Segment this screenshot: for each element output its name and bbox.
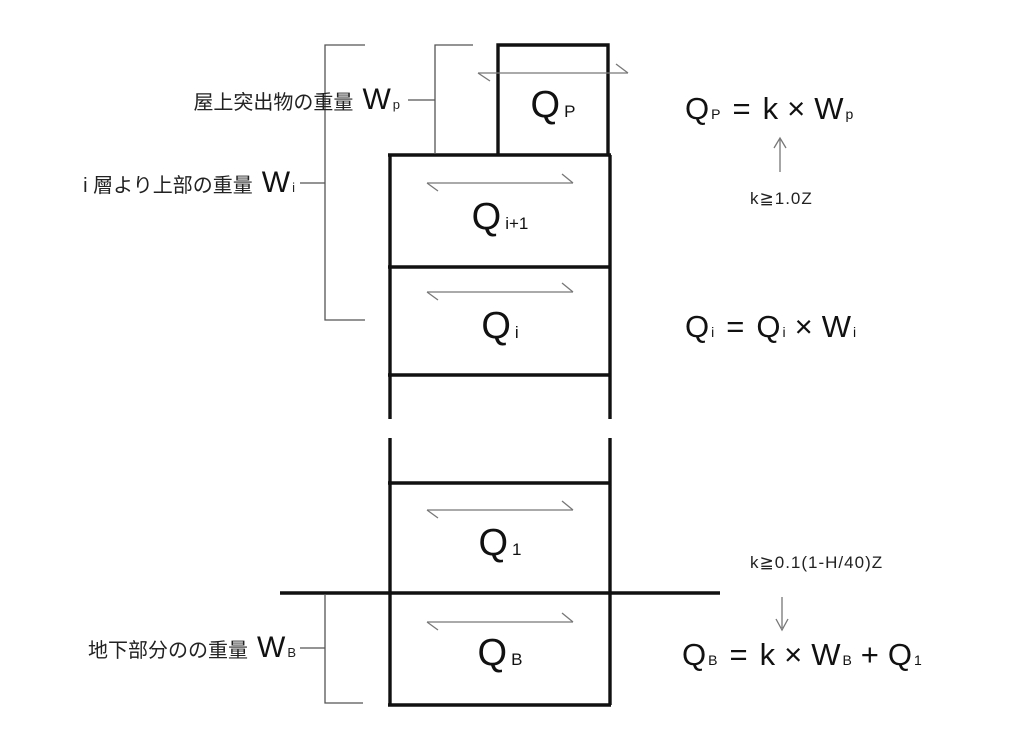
fb-lhs: Q	[682, 637, 707, 672]
building-outline	[280, 43, 720, 707]
upper-weight-sub: i	[292, 180, 295, 195]
fp-times: ×	[787, 91, 806, 126]
fi-factor1: Q	[756, 309, 781, 344]
shear-arrow-story-i1	[426, 173, 574, 192]
fp-lhs: Q	[685, 91, 710, 126]
fi-lhs-sub: i	[711, 324, 715, 340]
fb-lhs-sub: B	[708, 652, 718, 668]
story-1-q: Q	[478, 522, 509, 564]
shear-arrow-penthouse	[477, 63, 629, 82]
fb-plus: +	[860, 637, 879, 672]
broken-wall-lines	[388, 375, 612, 483]
story-i1-q: Q	[471, 196, 502, 238]
k-condition-top: k≧1.0Z	[750, 189, 813, 208]
upper-weight-symbol: W	[261, 166, 291, 199]
bracket-wb	[324, 594, 363, 704]
fi-equals: =	[726, 309, 745, 344]
k-condition-bottom: k≧0.1(1-H/40)Z	[750, 553, 884, 572]
penthouse-box	[496, 43, 610, 155]
fb-addend-sub: 1	[914, 652, 922, 668]
fp-factor1: k	[762, 91, 779, 126]
up-arrow-icon	[773, 136, 787, 172]
penthouse-q-sub: P	[564, 102, 576, 121]
shear-arrow-story-i	[426, 282, 574, 301]
fi-times: ×	[794, 309, 813, 344]
fi-factor2-sub: i	[852, 324, 857, 340]
basement-weight-text: 地下部分のの重量	[88, 640, 248, 662]
basement-box	[388, 593, 612, 707]
roof-weight-sub: p	[392, 97, 400, 112]
fi-lhs: Q	[685, 309, 710, 344]
down-arrow-icon	[775, 597, 789, 632]
basement-q-sub: B	[511, 650, 523, 669]
fb-factor2-sub: B	[842, 652, 852, 668]
fb-factor2: W	[811, 637, 841, 672]
fp-factor2-sub: p	[845, 106, 854, 122]
fi-factor2: W	[821, 309, 851, 344]
penthouse-q: Q	[530, 84, 561, 126]
roof-weight-text: 屋上突出物の重量	[193, 92, 354, 114]
bracket-wp	[434, 44, 473, 154]
fp-factor2: W	[814, 91, 844, 126]
basement-weight-symbol: W	[257, 631, 286, 664]
fp-lhs-sub: P	[711, 106, 721, 122]
basement-weight-sub: B	[287, 645, 296, 660]
story-1-q-sub: 1	[512, 540, 522, 559]
shear-arrow-story-1	[426, 500, 574, 519]
story-i1-q-sub: i+1	[505, 214, 529, 233]
fb-addend: Q	[887, 637, 913, 672]
shear-arrow-basement	[426, 612, 574, 631]
fb-equals: =	[729, 637, 748, 672]
upper-weight-text: i 層より上部の重量	[83, 175, 253, 197]
story-i-q-sub: i	[514, 323, 519, 342]
fi-factor1-sub: i	[782, 324, 786, 340]
story-i-q: Q	[481, 305, 511, 347]
fb-times: ×	[784, 637, 803, 672]
fb-factor1: k	[759, 637, 776, 672]
basement-q: Q	[477, 632, 508, 674]
fp-equals: =	[732, 91, 751, 126]
roof-weight-symbol: W	[362, 83, 391, 116]
